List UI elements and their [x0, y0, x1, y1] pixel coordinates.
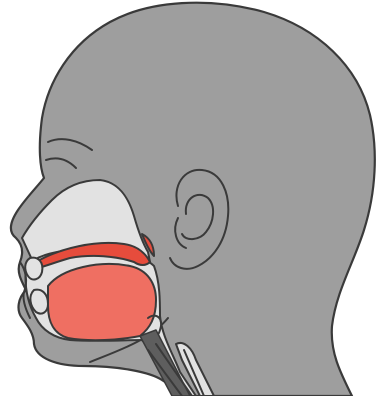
lower-teeth [30, 290, 48, 314]
upper-teeth [25, 258, 42, 280]
tongue [48, 264, 156, 340]
